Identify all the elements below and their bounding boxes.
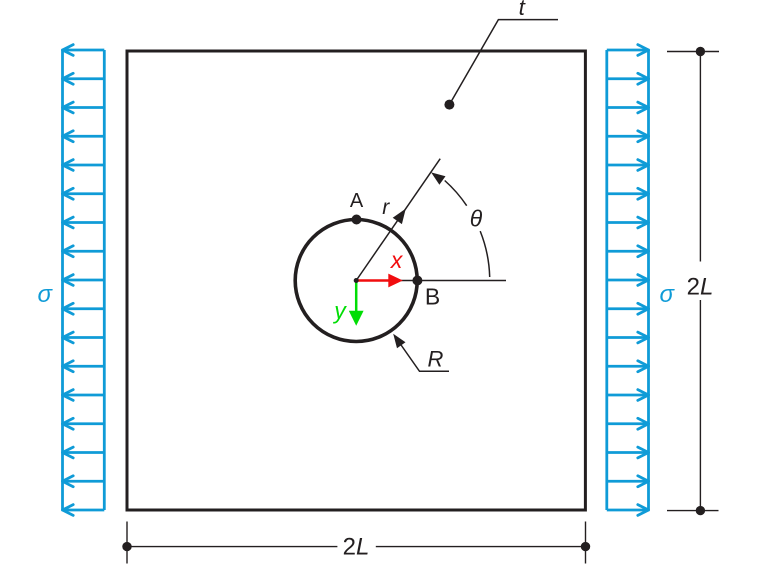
svg-text:t: t: [519, 0, 527, 20]
svg-text:B: B: [425, 284, 440, 310]
svg-text:σ: σ: [660, 281, 676, 308]
svg-text:2L: 2L: [343, 533, 370, 560]
svg-text:σ: σ: [37, 281, 53, 308]
svg-text:2L: 2L: [687, 273, 714, 300]
svg-text:y: y: [332, 297, 347, 323]
svg-text:x: x: [390, 247, 404, 273]
svg-text:θ: θ: [470, 206, 483, 232]
svg-text:R: R: [428, 347, 444, 372]
svg-text:A: A: [350, 190, 364, 212]
svg-text:r: r: [382, 196, 390, 219]
